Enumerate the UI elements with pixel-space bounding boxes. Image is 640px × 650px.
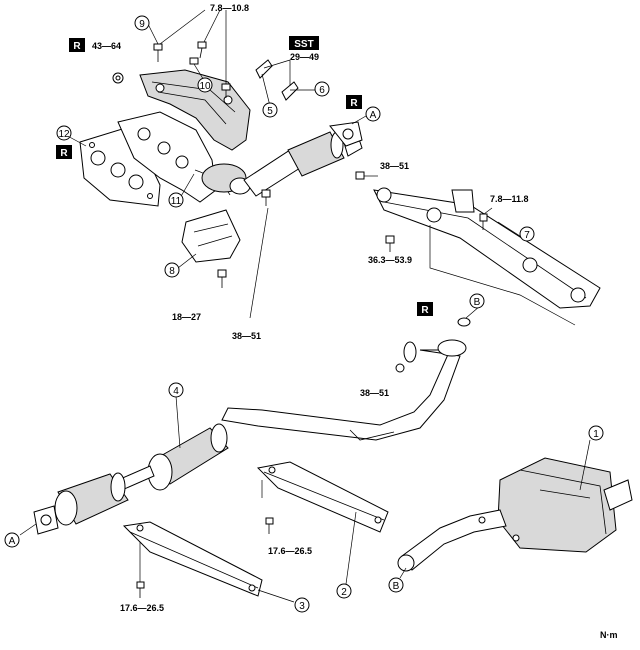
- callout-3: 3: [294, 597, 310, 613]
- crossmember: [373, 187, 601, 326]
- callout-1: 1: [588, 425, 604, 441]
- leader-lines: [19, 9, 591, 603]
- torque-bracket-7: 7.8—11.8: [490, 194, 529, 204]
- svg-text:2: 2: [341, 587, 347, 598]
- bracket-3: [122, 521, 263, 597]
- torque-bolt-middle: 38—51: [232, 331, 261, 341]
- svg-text:3: 3: [299, 601, 305, 612]
- svg-text:7: 7: [524, 230, 530, 241]
- svg-text:A: A: [9, 536, 16, 547]
- torque-crossmember: 36.3—53.9: [368, 255, 412, 265]
- callout-5: 5: [262, 102, 278, 118]
- svg-text:8: 8: [169, 266, 175, 277]
- tag-r-flange-b: R: [417, 302, 433, 316]
- callout-2: 2: [336, 583, 352, 599]
- front-catalytic-converter: [243, 121, 363, 197]
- main-silencer: [397, 457, 633, 572]
- callout-b-lower: B: [388, 577, 404, 593]
- units-label: N·m: [600, 630, 618, 640]
- svg-text:R: R: [421, 305, 429, 316]
- callout-12: 12: [56, 125, 72, 141]
- bracket-2: [256, 461, 389, 533]
- svg-text:B: B: [474, 297, 481, 308]
- callout-b-upper: B: [469, 293, 485, 309]
- svg-text:SST: SST: [294, 39, 313, 50]
- torque-bracket-8: 18—27: [172, 312, 201, 322]
- svg-text:12: 12: [58, 129, 70, 140]
- tag-sst: SST: [289, 36, 319, 50]
- svg-text:11: 11: [171, 196, 182, 207]
- exhaust-manifold: [117, 111, 251, 203]
- tag-r-flange-a: R: [346, 95, 362, 109]
- svg-text:R: R: [73, 41, 81, 52]
- callout-4: 4: [168, 382, 184, 398]
- svg-text:9: 9: [139, 19, 145, 30]
- callout-8: 8: [164, 262, 180, 278]
- svg-text:A: A: [370, 110, 377, 121]
- callout-6: 6: [314, 81, 330, 97]
- svg-text:R: R: [60, 148, 68, 159]
- torque-flange-b: 38—51: [360, 388, 389, 398]
- svg-text:6: 6: [319, 85, 325, 96]
- torque-nut-r: 43—64: [92, 41, 121, 51]
- torque-flange-a: 38—51: [380, 161, 409, 171]
- heat-insulator-lower: [181, 209, 241, 263]
- tag-r-nut: R: [69, 38, 85, 52]
- callout-a-lower: A: [4, 532, 20, 548]
- callout-7: 7: [519, 226, 535, 242]
- torque-sst: 29—49: [290, 52, 319, 62]
- tag-r-gasket: R: [56, 145, 72, 159]
- callout-11: 11: [168, 192, 184, 208]
- svg-text:4: 4: [173, 386, 179, 397]
- svg-text:R: R: [350, 98, 358, 109]
- torque-bracket-3: 17.6—26.5: [120, 603, 164, 613]
- middle-pipe: [33, 339, 467, 535]
- torque-heat-insulator: 7.8—10.8: [210, 3, 249, 13]
- callout-9: 9: [134, 15, 150, 31]
- torque-bracket-2: 17.6—26.5: [268, 546, 312, 556]
- callout-a-upper: A: [365, 106, 381, 122]
- svg-text:5: 5: [267, 106, 273, 117]
- svg-text:B: B: [393, 581, 400, 592]
- svg-text:10: 10: [199, 81, 211, 92]
- callout-10: 10: [197, 77, 213, 93]
- svg-text:1: 1: [593, 429, 599, 440]
